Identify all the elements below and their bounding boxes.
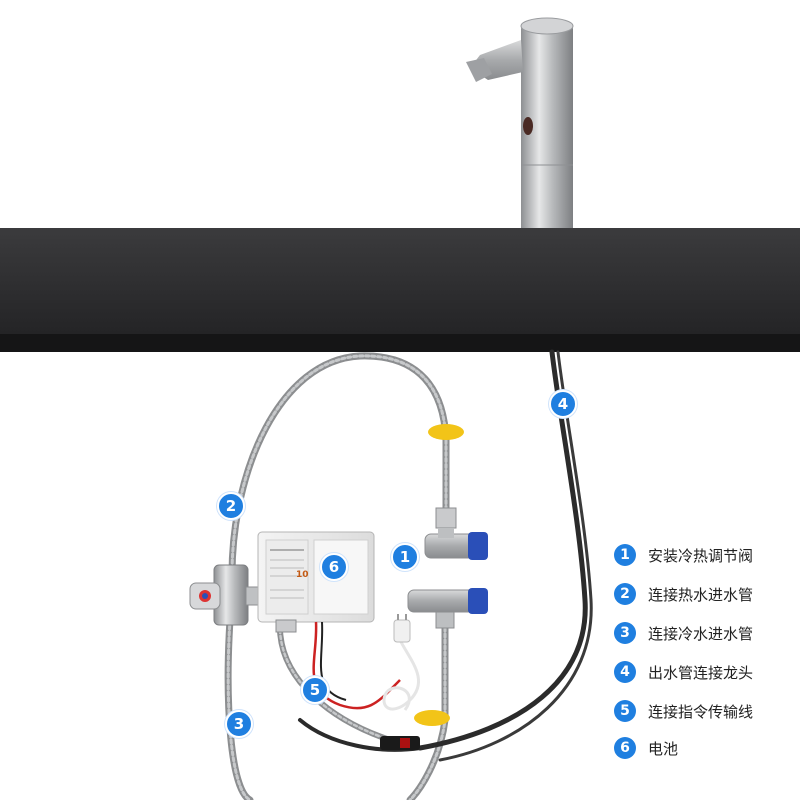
battery-label: 10 [296, 570, 309, 580]
legend-item-2: 2 连接热水进水管 [614, 581, 753, 607]
legend-text: 连接热水进水管 [648, 585, 754, 604]
callout-2: 2 [217, 492, 245, 520]
legend-number: 2 [614, 583, 636, 605]
legend-number: 6 [614, 737, 636, 759]
callout-5: 5 [301, 676, 329, 704]
cable-connector-red [400, 738, 410, 748]
callout-3: 3 [225, 710, 253, 738]
legend-text: 连接冷水进水管 [648, 624, 754, 643]
control-box [257, 531, 375, 633]
mixing-valve [189, 564, 261, 626]
countertop [0, 228, 800, 334]
hose-clips [414, 424, 464, 726]
legend-item-5: 5 连接指令传输线 [614, 698, 753, 724]
angle-valve-cold [407, 588, 488, 629]
legend-text: 出水管连接龙头 [648, 663, 754, 682]
legend-item-3: 3 连接冷水进水管 [614, 620, 753, 646]
legend-text: 电池 [648, 739, 679, 758]
legend-item-4: 4 出水管连接龙头 [614, 659, 753, 685]
legend-text: 连接指令传输线 [648, 702, 754, 721]
countertop-edge [0, 334, 800, 352]
legend-item-6: 6 电池 [614, 735, 678, 761]
legend-number: 3 [614, 622, 636, 644]
callout-4: 4 [549, 390, 577, 418]
legend-text: 安装冷热调节阀 [648, 546, 754, 565]
callout-1: 1 [391, 543, 419, 571]
instruction-cable [312, 614, 421, 711]
legend-number: 5 [614, 700, 636, 722]
legend-item-1: 1 安装冷热调节阀 [614, 542, 753, 568]
angle-valve-hot [424, 507, 488, 560]
legend-number: 1 [614, 544, 636, 566]
callout-6: 6 [320, 553, 348, 581]
legend-number: 4 [614, 661, 636, 683]
